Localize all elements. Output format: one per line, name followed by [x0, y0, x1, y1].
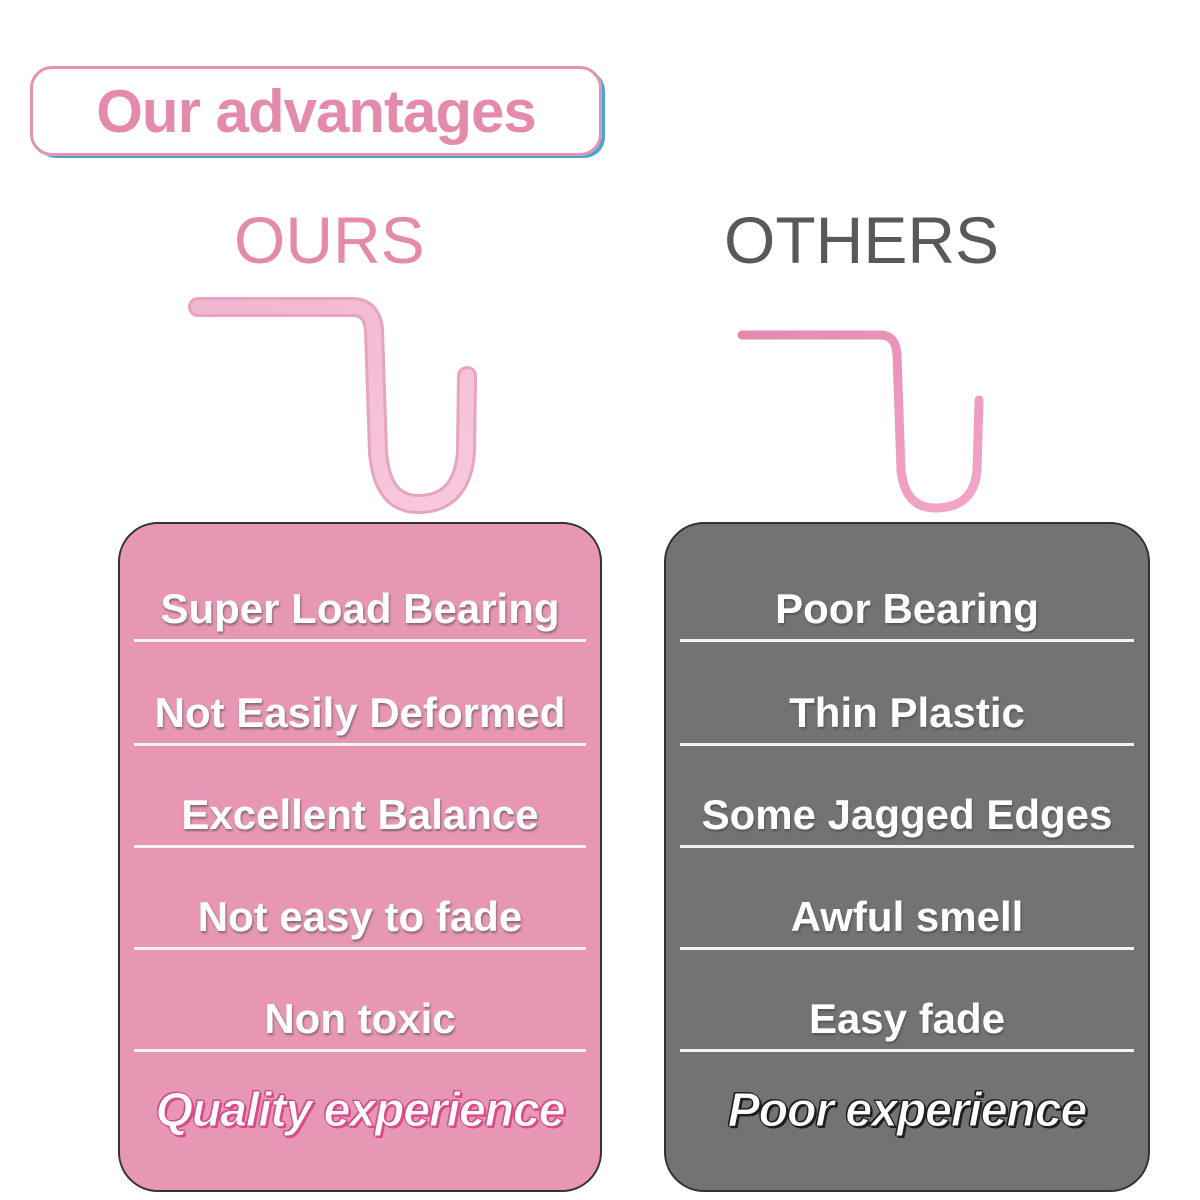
others-feature-row: Thin Plastic	[680, 642, 1134, 746]
others-feature-row: Easy fade	[680, 948, 1134, 1052]
others-feature-row: Poor Bearing	[680, 538, 1134, 642]
others-heading: OTHERS	[724, 203, 1000, 277]
ours-feature-row: Excellent Balance	[134, 744, 586, 848]
advantages-title: Our advantages	[96, 77, 536, 145]
ours-feature-row: Non toxic	[134, 948, 586, 1052]
ours-feature-row: Not Easily Deformed	[134, 642, 586, 746]
ours-card: Super Load Bearing Not Easily Deformed E…	[118, 522, 602, 1192]
others-feature-label: Awful smell	[790, 893, 1024, 940]
ours-feature-label: Super Load Bearing	[160, 585, 560, 632]
advantages-badge: Our advantages	[30, 66, 602, 156]
ours-summary: Quality experience	[155, 1083, 566, 1137]
others-feature-label: Poor Bearing	[775, 585, 1039, 632]
others-summary: Poor experience	[727, 1083, 1087, 1137]
others-summary-row: Poor experience	[680, 1058, 1134, 1162]
ours-feature-label: Excellent Balance	[181, 791, 539, 838]
ours-feature-label: Non toxic	[264, 995, 456, 1042]
others-feature-row: Awful smell	[680, 846, 1134, 950]
others-card: Poor Bearing Thin Plastic Some Jagged Ed…	[664, 522, 1150, 1192]
ours-feature-row: Not easy to fade	[134, 846, 586, 950]
ours-heading: OURS	[234, 203, 425, 277]
ours-feature-row: Super Load Bearing	[134, 538, 586, 642]
ours-summary-row: Quality experience	[134, 1058, 586, 1162]
others-feature-row: Some Jagged Edges	[680, 744, 1134, 848]
ours-feature-label: Not easy to fade	[197, 893, 523, 940]
others-feature-label: Some Jagged Edges	[701, 791, 1113, 838]
others-feature-label: Easy fade	[808, 995, 1006, 1042]
ours-feature-label: Not Easily Deformed	[154, 689, 566, 736]
ours-hook-icon	[188, 297, 477, 514]
others-hook-icon	[737, 330, 984, 513]
others-feature-label: Thin Plastic	[789, 689, 1025, 736]
